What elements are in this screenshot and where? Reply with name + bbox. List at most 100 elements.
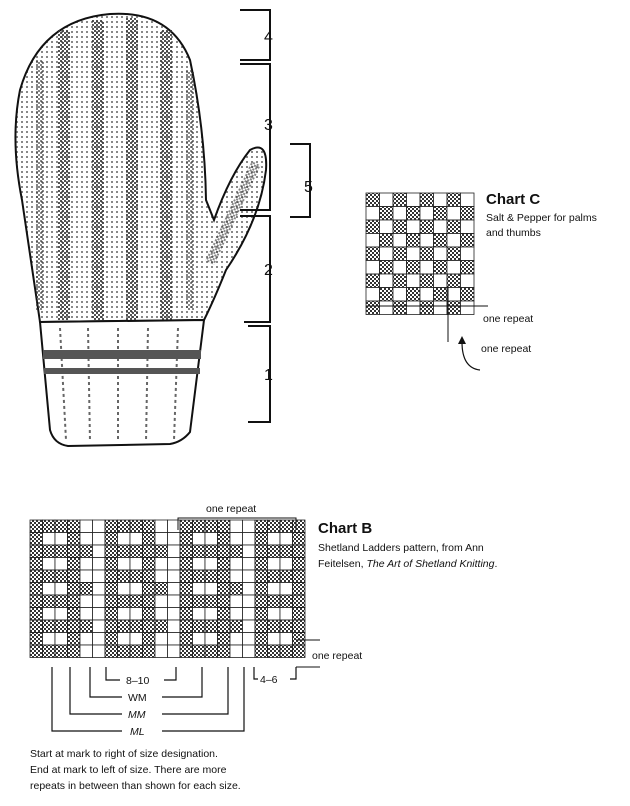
chart-b-cell xyxy=(242,532,256,546)
chart-b-cell xyxy=(254,594,268,608)
chart-b-cell xyxy=(117,519,131,533)
cuff-band-1 xyxy=(43,350,201,359)
chart-b-cell xyxy=(117,619,131,633)
chart-c-cell xyxy=(406,233,421,248)
chart-c-cell xyxy=(365,219,380,234)
chart-b-cell xyxy=(217,557,231,571)
chart-c-cell xyxy=(446,192,461,207)
chart-c-cell xyxy=(446,287,461,302)
chart-b-cell xyxy=(192,519,206,533)
chart-b-cell xyxy=(154,607,168,621)
chart-b-cell xyxy=(117,644,131,658)
mitten-illustration xyxy=(14,12,268,448)
chart-c-cell xyxy=(392,287,407,302)
chart-c-cell xyxy=(460,300,475,315)
chart-b-cell xyxy=(242,644,256,658)
size-bracket-4-6 xyxy=(253,667,258,680)
chart-b-cell xyxy=(204,644,218,658)
chart-b-cell xyxy=(279,569,293,583)
chart-b-cell xyxy=(154,632,168,646)
chart-c-cell xyxy=(433,300,448,315)
chart-b-cell xyxy=(29,519,43,533)
chart-c-cell xyxy=(446,233,461,248)
chart-b-cell xyxy=(67,582,81,596)
chart-b-cell xyxy=(217,632,231,646)
chart-b-cell xyxy=(267,519,281,533)
chart-b-cell xyxy=(279,619,293,633)
chart-b-cell xyxy=(192,644,206,658)
chart-b-cell xyxy=(192,619,206,633)
chart-c-cell xyxy=(365,300,380,315)
chart-b-cell xyxy=(279,519,293,533)
chart-b-cell xyxy=(229,569,243,583)
section-label-2: 2 xyxy=(264,262,273,279)
chart-b-cell xyxy=(129,532,143,546)
chart-c-cell xyxy=(460,287,475,302)
chart-b-cell xyxy=(267,569,281,583)
chart-b-cell xyxy=(104,544,118,558)
chart-b-cell xyxy=(29,557,43,571)
chart-b-cell xyxy=(217,532,231,546)
chart-c-title: Chart C xyxy=(486,191,540,208)
chart-c-cell xyxy=(379,260,394,275)
chart-c-cell xyxy=(392,246,407,261)
chart-c-cell xyxy=(419,273,434,288)
chart-b-cell xyxy=(292,582,306,596)
chart-b-cell xyxy=(54,569,68,583)
chart-c-repeat-arrow xyxy=(461,341,481,371)
chart-b-cell xyxy=(129,607,143,621)
chart-b-cell xyxy=(229,544,243,558)
chart-b-cell xyxy=(104,632,118,646)
chart-c-cell xyxy=(365,246,380,261)
chart-b-cell xyxy=(229,632,243,646)
chart-b-cell xyxy=(204,569,218,583)
chart-b-cell xyxy=(67,632,81,646)
chart-c-cell xyxy=(406,206,421,221)
note-line2: End at mark to left of size. There are m… xyxy=(30,764,227,776)
chart-c-cell xyxy=(406,300,421,315)
chart-b-cell xyxy=(242,519,256,533)
chart-b-cell xyxy=(217,607,231,621)
chart-b-cell xyxy=(104,569,118,583)
chart-c-cell xyxy=(419,233,434,248)
chart-b-cell xyxy=(292,519,306,533)
chart-c-cell xyxy=(365,260,380,275)
size-label-mm: MM xyxy=(128,709,146,721)
chart-c-repeat-label-2: one repeat xyxy=(481,343,531,355)
chart-b-cell xyxy=(154,594,168,608)
chart-b-cell xyxy=(267,557,281,571)
chart-b-cell xyxy=(167,594,181,608)
chart-b-cell xyxy=(117,582,131,596)
section-label-1: 1 xyxy=(264,367,273,384)
chart-b-cell xyxy=(129,632,143,646)
chart-b-cell xyxy=(217,519,231,533)
chart-b-cell xyxy=(242,544,256,558)
size-range-brackets xyxy=(51,667,297,732)
chart-c-cell xyxy=(406,273,421,288)
size-label-ml: ML xyxy=(130,726,145,738)
chart-b-cell xyxy=(217,544,231,558)
chart-b-cell xyxy=(229,607,243,621)
chart-b-cell xyxy=(79,582,93,596)
chart-b-cell xyxy=(254,644,268,658)
mitten-cuff xyxy=(38,318,206,448)
chart-b-cell xyxy=(267,594,281,608)
chart-b-cell xyxy=(279,557,293,571)
chart-c-cell xyxy=(460,192,475,207)
chart-b-cell xyxy=(142,644,156,658)
chart-c-cell xyxy=(406,287,421,302)
chart-c-cell xyxy=(392,192,407,207)
chart-b-cell xyxy=(254,544,268,558)
chart-c-cell xyxy=(406,192,421,207)
chart-b-cell xyxy=(267,632,281,646)
chart-b-cell xyxy=(154,519,168,533)
chart-b-cell xyxy=(204,594,218,608)
chart-b-cell xyxy=(117,544,131,558)
chart-c-cell xyxy=(365,192,380,207)
size-label-4-6: 4–6 xyxy=(260,674,278,686)
chart-b-cell xyxy=(129,569,143,583)
chart-b-cell xyxy=(54,632,68,646)
chart-b-cell xyxy=(92,557,106,571)
chart-b-cell xyxy=(79,557,93,571)
chart-b-cell xyxy=(42,632,56,646)
